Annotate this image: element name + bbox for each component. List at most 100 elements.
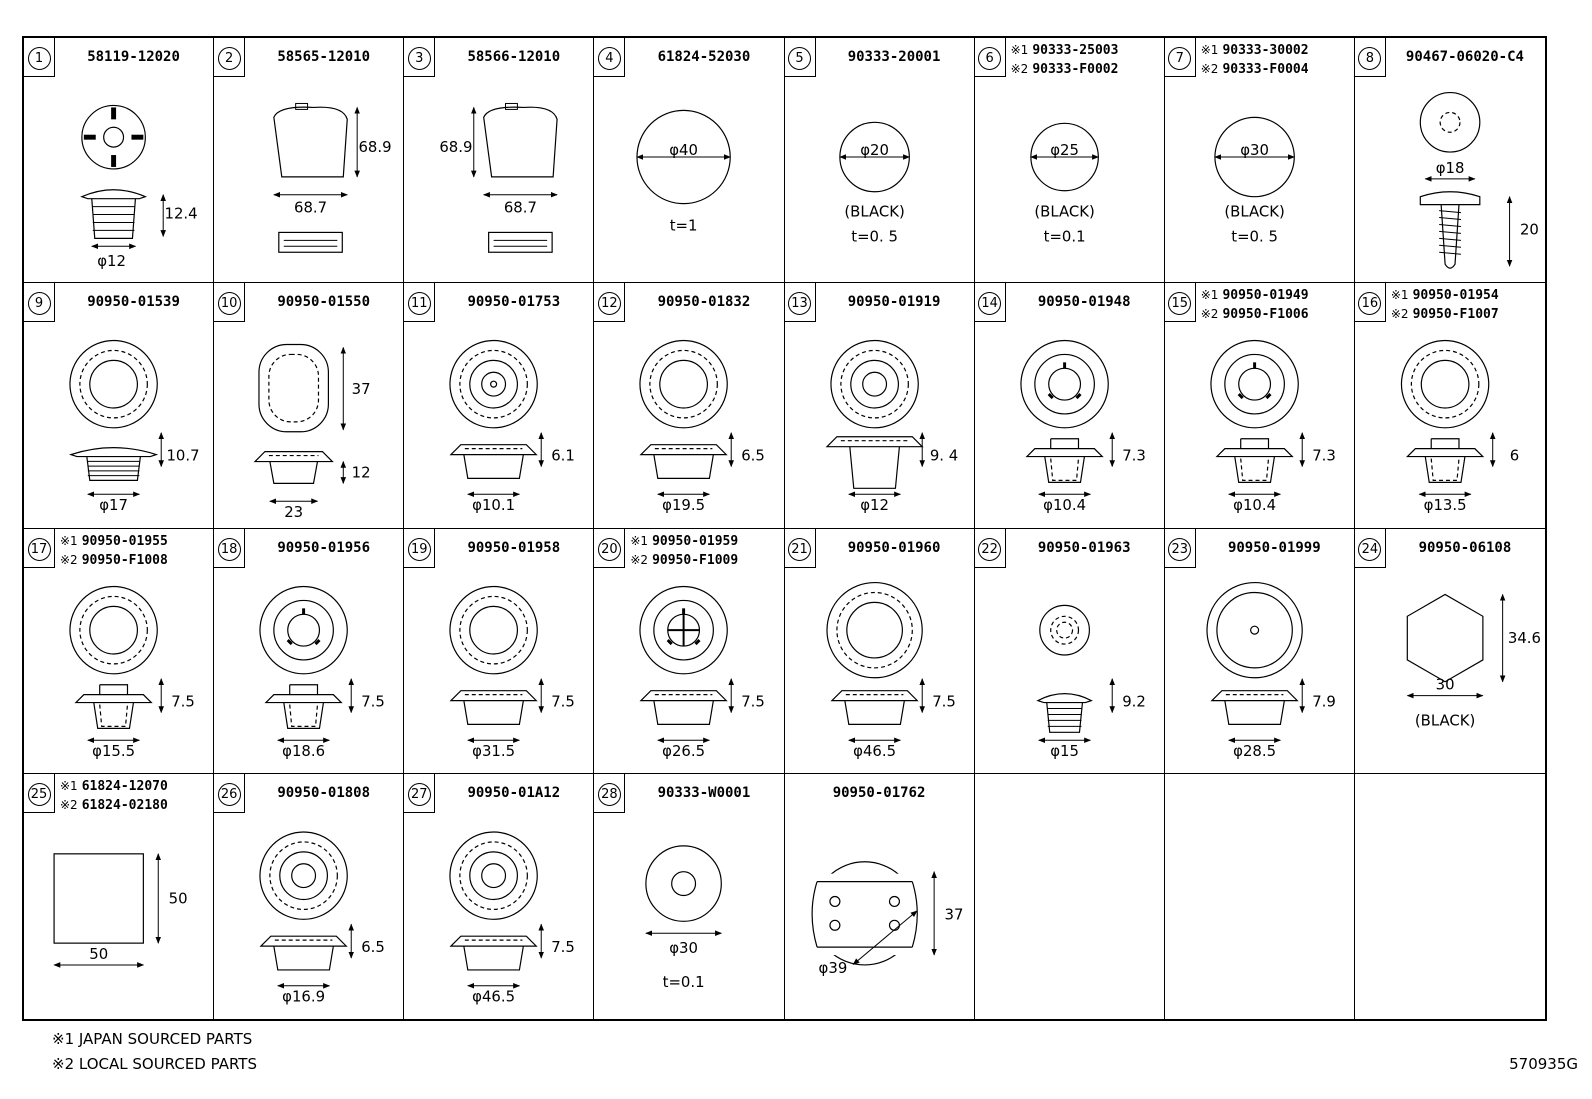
part-number[interactable]: 90950-01948 <box>1037 294 1131 311</box>
dim-height: 68.9 <box>359 138 392 156</box>
part-number[interactable]: 90333-W0001 <box>657 784 751 801</box>
part-number[interactable]: 90467-06020-C4 <box>1405 49 1524 65</box>
part-number[interactable]: 61824-12070 <box>81 778 168 794</box>
part-index-badge: 2 <box>214 38 246 77</box>
part-number-block: 90467-06020-C4 <box>1385 49 1545 65</box>
part-number-block: 90950-01919 <box>815 294 974 310</box>
part-number-block: 90333-W0001 <box>624 785 783 801</box>
part-number[interactable]: 90950-01832 <box>657 294 751 311</box>
part-number[interactable]: 61824-52030 <box>657 49 751 65</box>
part-number[interactable]: 58119-12020 <box>87 49 180 65</box>
part-index-number: 17 <box>27 537 51 561</box>
part-drawing-24: 34.630(BLACK) <box>1406 593 1541 729</box>
part-index-number: 18 <box>217 537 241 561</box>
part-number[interactable]: 90333-F0002 <box>1032 62 1119 77</box>
dim-height: 7.5 <box>551 938 575 956</box>
part-number[interactable]: 90950-F1008 <box>81 552 168 568</box>
dim-diameter: φ46.5 <box>853 742 896 760</box>
part-number[interactable]: 90950-01963 <box>1037 539 1131 556</box>
part-index-number: 23 <box>1168 537 1192 561</box>
source-marker: ※2 <box>60 552 78 567</box>
part-number[interactable]: 90950-01959 <box>652 533 739 549</box>
source-marker: ※1 <box>1200 43 1219 57</box>
dim-width: 68.7 <box>504 199 537 217</box>
part-number[interactable]: 90950-F1009 <box>652 552 739 568</box>
part-number[interactable]: 90950-01956 <box>277 539 371 556</box>
part-number-line: 90950-01550 <box>244 294 403 310</box>
dim-diameter: φ16.9 <box>282 987 325 1005</box>
part-number[interactable]: 90950-01955 <box>81 533 168 549</box>
source-marker: ※2 <box>60 797 78 812</box>
note-thickness: t=0.1 <box>663 973 705 991</box>
source-marker: ※1 <box>630 533 649 548</box>
part-cell-28: φ30 t=0.1 28 90333-W0001 <box>594 773 785 1019</box>
dim-diameter: φ15 <box>1050 742 1079 760</box>
source-marker: ※1 <box>1200 288 1219 303</box>
part-number[interactable]: 90950-01949 <box>1222 288 1309 304</box>
part-number-line: 90333-20001 <box>815 49 974 65</box>
dim-height: 7.3 <box>1312 447 1336 465</box>
part-index-badge: 26 <box>214 773 246 813</box>
part-number[interactable]: 90950-01954 <box>1412 288 1499 304</box>
part-index-number: 14 <box>978 292 1002 316</box>
part-number[interactable]: 90950-F1007 <box>1412 307 1499 323</box>
part-number[interactable]: 90950-01762 <box>832 784 926 801</box>
note-thickness: t=1 <box>670 216 698 234</box>
part-number[interactable]: 90950-01753 <box>467 294 561 311</box>
part-number[interactable]: 90950-01958 <box>467 539 561 556</box>
part-drawing-2: 68.968.7 <box>273 102 392 253</box>
part-number[interactable]: 90950-06108 <box>1418 539 1512 556</box>
part-index-number: 21 <box>788 537 811 561</box>
part-number[interactable]: 90950-01999 <box>1227 539 1321 556</box>
part-number[interactable]: 90333-30002 <box>1222 43 1309 58</box>
part-number[interactable]: 90333-25003 <box>1032 43 1119 58</box>
dim-width: 30 <box>1436 675 1455 693</box>
note-thickness: t=0.1 <box>1043 227 1085 245</box>
part-number[interactable]: 90950-01960 <box>847 539 941 556</box>
part-number[interactable]: 90333-20001 <box>847 49 941 65</box>
source-marker: ※2 <box>1390 307 1409 322</box>
dim-height: 37 <box>944 905 963 923</box>
part-number[interactable]: 58566-12010 <box>467 49 561 65</box>
part-index-badge: 27 <box>404 773 436 813</box>
dim-height: 7.9 <box>1312 692 1336 710</box>
part-number[interactable]: 61824-02180 <box>81 797 168 813</box>
dim-height: 6.5 <box>742 447 766 465</box>
part-index-number: 20 <box>597 537 621 561</box>
source-marker: ※2 <box>630 552 649 567</box>
part-number[interactable]: 90950-F1006 <box>1222 307 1309 323</box>
part-index-badge: 10 <box>214 283 246 323</box>
part-index-badge: 20 <box>594 528 626 568</box>
dim-depth: 12 <box>352 464 371 482</box>
part-index-number: 27 <box>407 782 431 806</box>
part-number[interactable]: 90950-01808 <box>277 784 371 801</box>
part-number[interactable]: 90950-01A12 <box>467 784 561 801</box>
part-index-badge: 18 <box>214 528 246 568</box>
part-number[interactable]: 90333-F0004 <box>1222 62 1309 77</box>
part-number[interactable]: 58565-12010 <box>277 49 371 65</box>
dim-diameter: φ30 <box>670 939 699 957</box>
part-number[interactable]: 90950-01539 <box>87 294 180 311</box>
part-number-block: 90950-01832 <box>624 294 783 310</box>
part-number[interactable]: 90950-01919 <box>847 294 941 311</box>
part-number[interactable]: 90950-01550 <box>277 294 371 311</box>
part-index-badge: 28 <box>594 773 626 813</box>
